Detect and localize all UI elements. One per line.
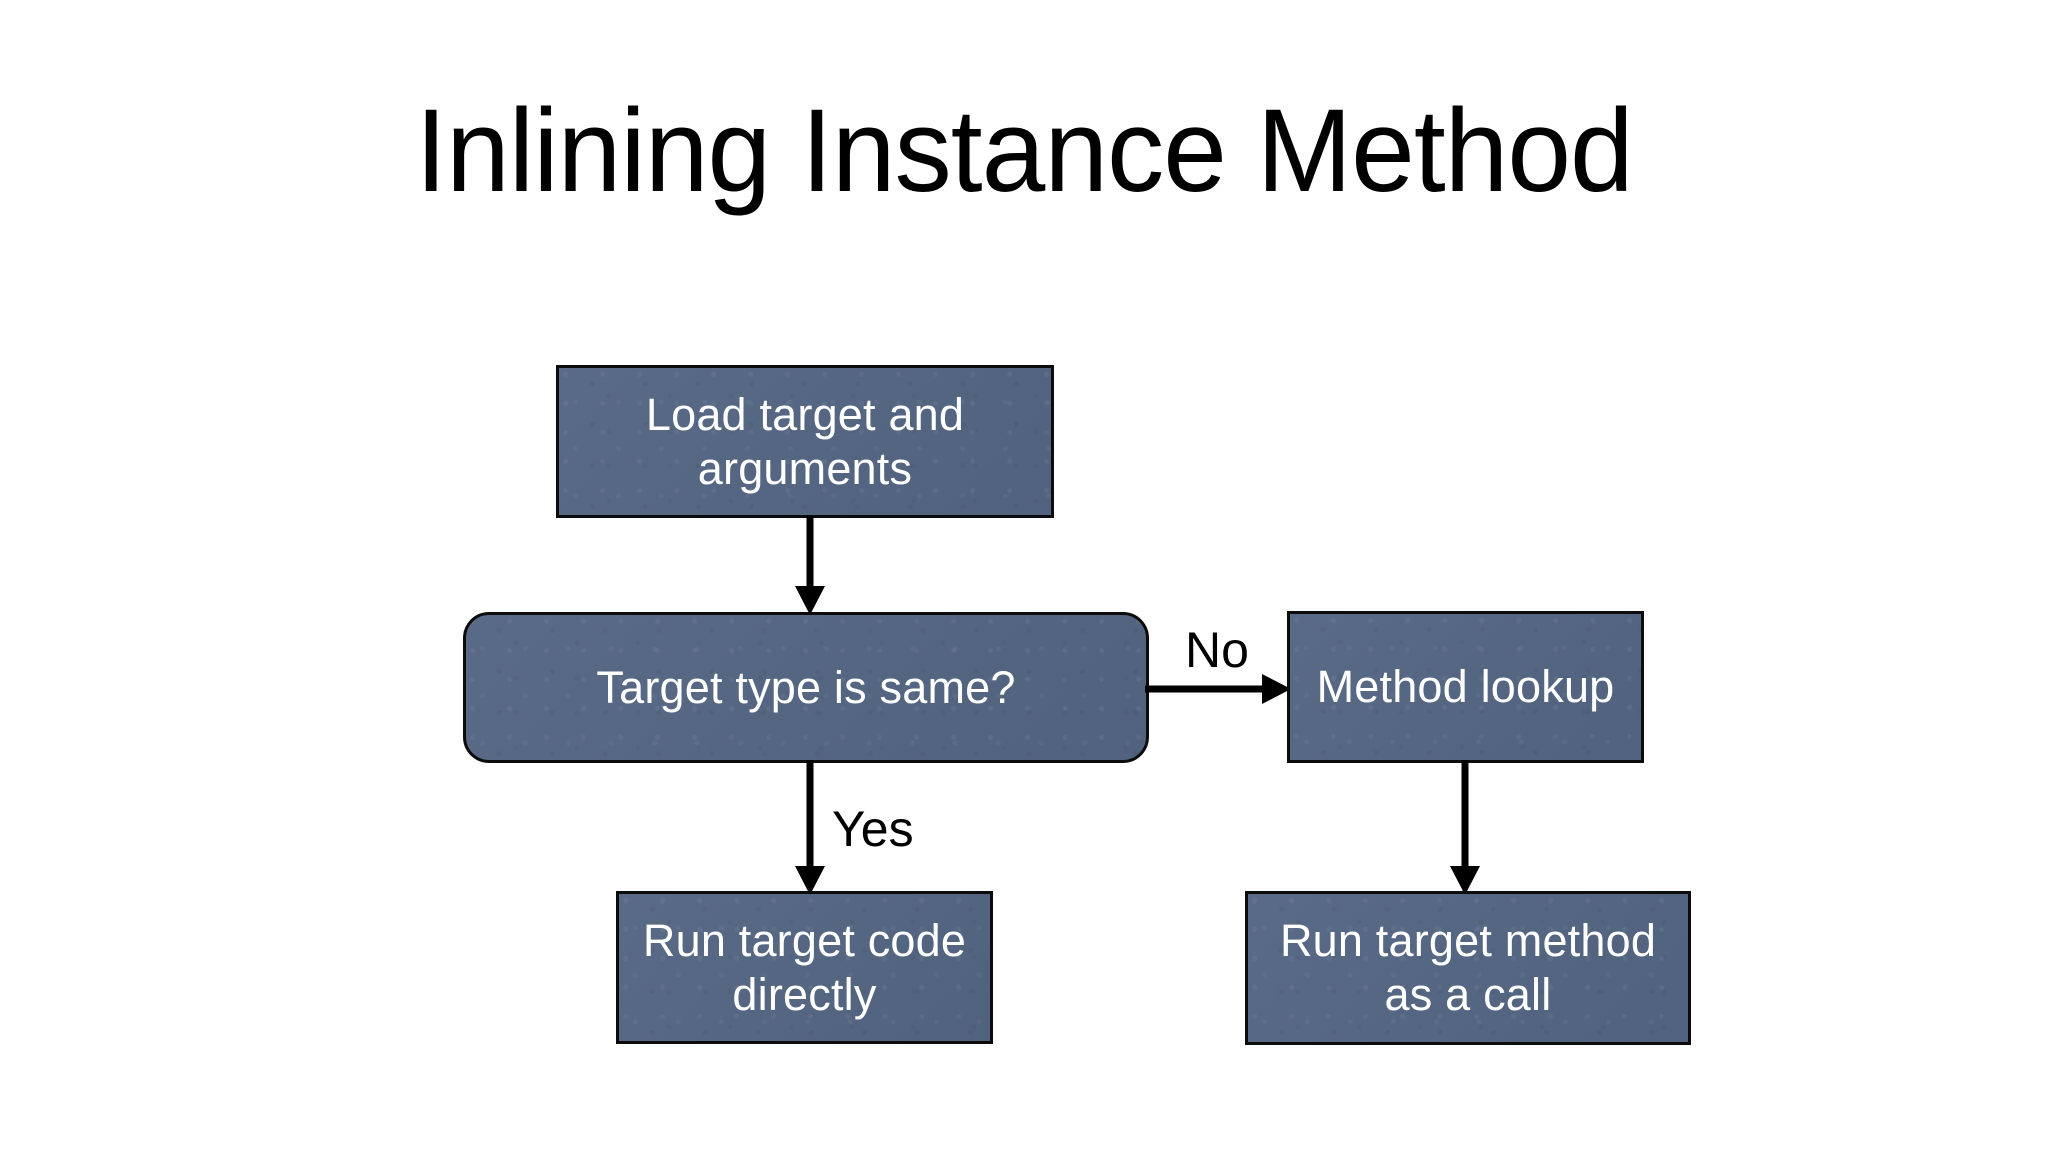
flow-node-label: Method lookup — [1316, 661, 1615, 712]
flow-node-run-target-method-as-a-call[interactable]: Run target method as a call — [1245, 891, 1691, 1045]
edge-label-no: No — [1185, 622, 1249, 678]
connector-decision-to-run-target-code-arrow — [780, 760, 840, 896]
flow-node-load-target-and-arguments[interactable]: Load target and arguments — [556, 365, 1054, 518]
flow-node-run-target-code-directly[interactable]: Run target code directly — [616, 891, 993, 1044]
edge-label-yes: Yes — [832, 801, 914, 857]
flow-node-label: Run target method as a call — [1279, 915, 1657, 1020]
flow-node-label: Load target and arguments — [645, 388, 965, 494]
flow-node-target-type-is-same[interactable]: Target type is same? — [463, 612, 1149, 763]
flow-node-method-lookup[interactable]: Method lookup — [1287, 611, 1644, 763]
connector-decision-to-method-lookup-arrow — [1145, 655, 1295, 725]
connector-method-lookup-to-run-target-method-arrow — [1435, 760, 1495, 896]
flow-node-label: Target type is same? — [596, 661, 1016, 713]
flow-node-label: Run target code directly — [642, 914, 967, 1020]
connector-load-to-decision-arrow — [780, 516, 840, 616]
page-title: Inlining Instance Method — [415, 85, 1633, 217]
